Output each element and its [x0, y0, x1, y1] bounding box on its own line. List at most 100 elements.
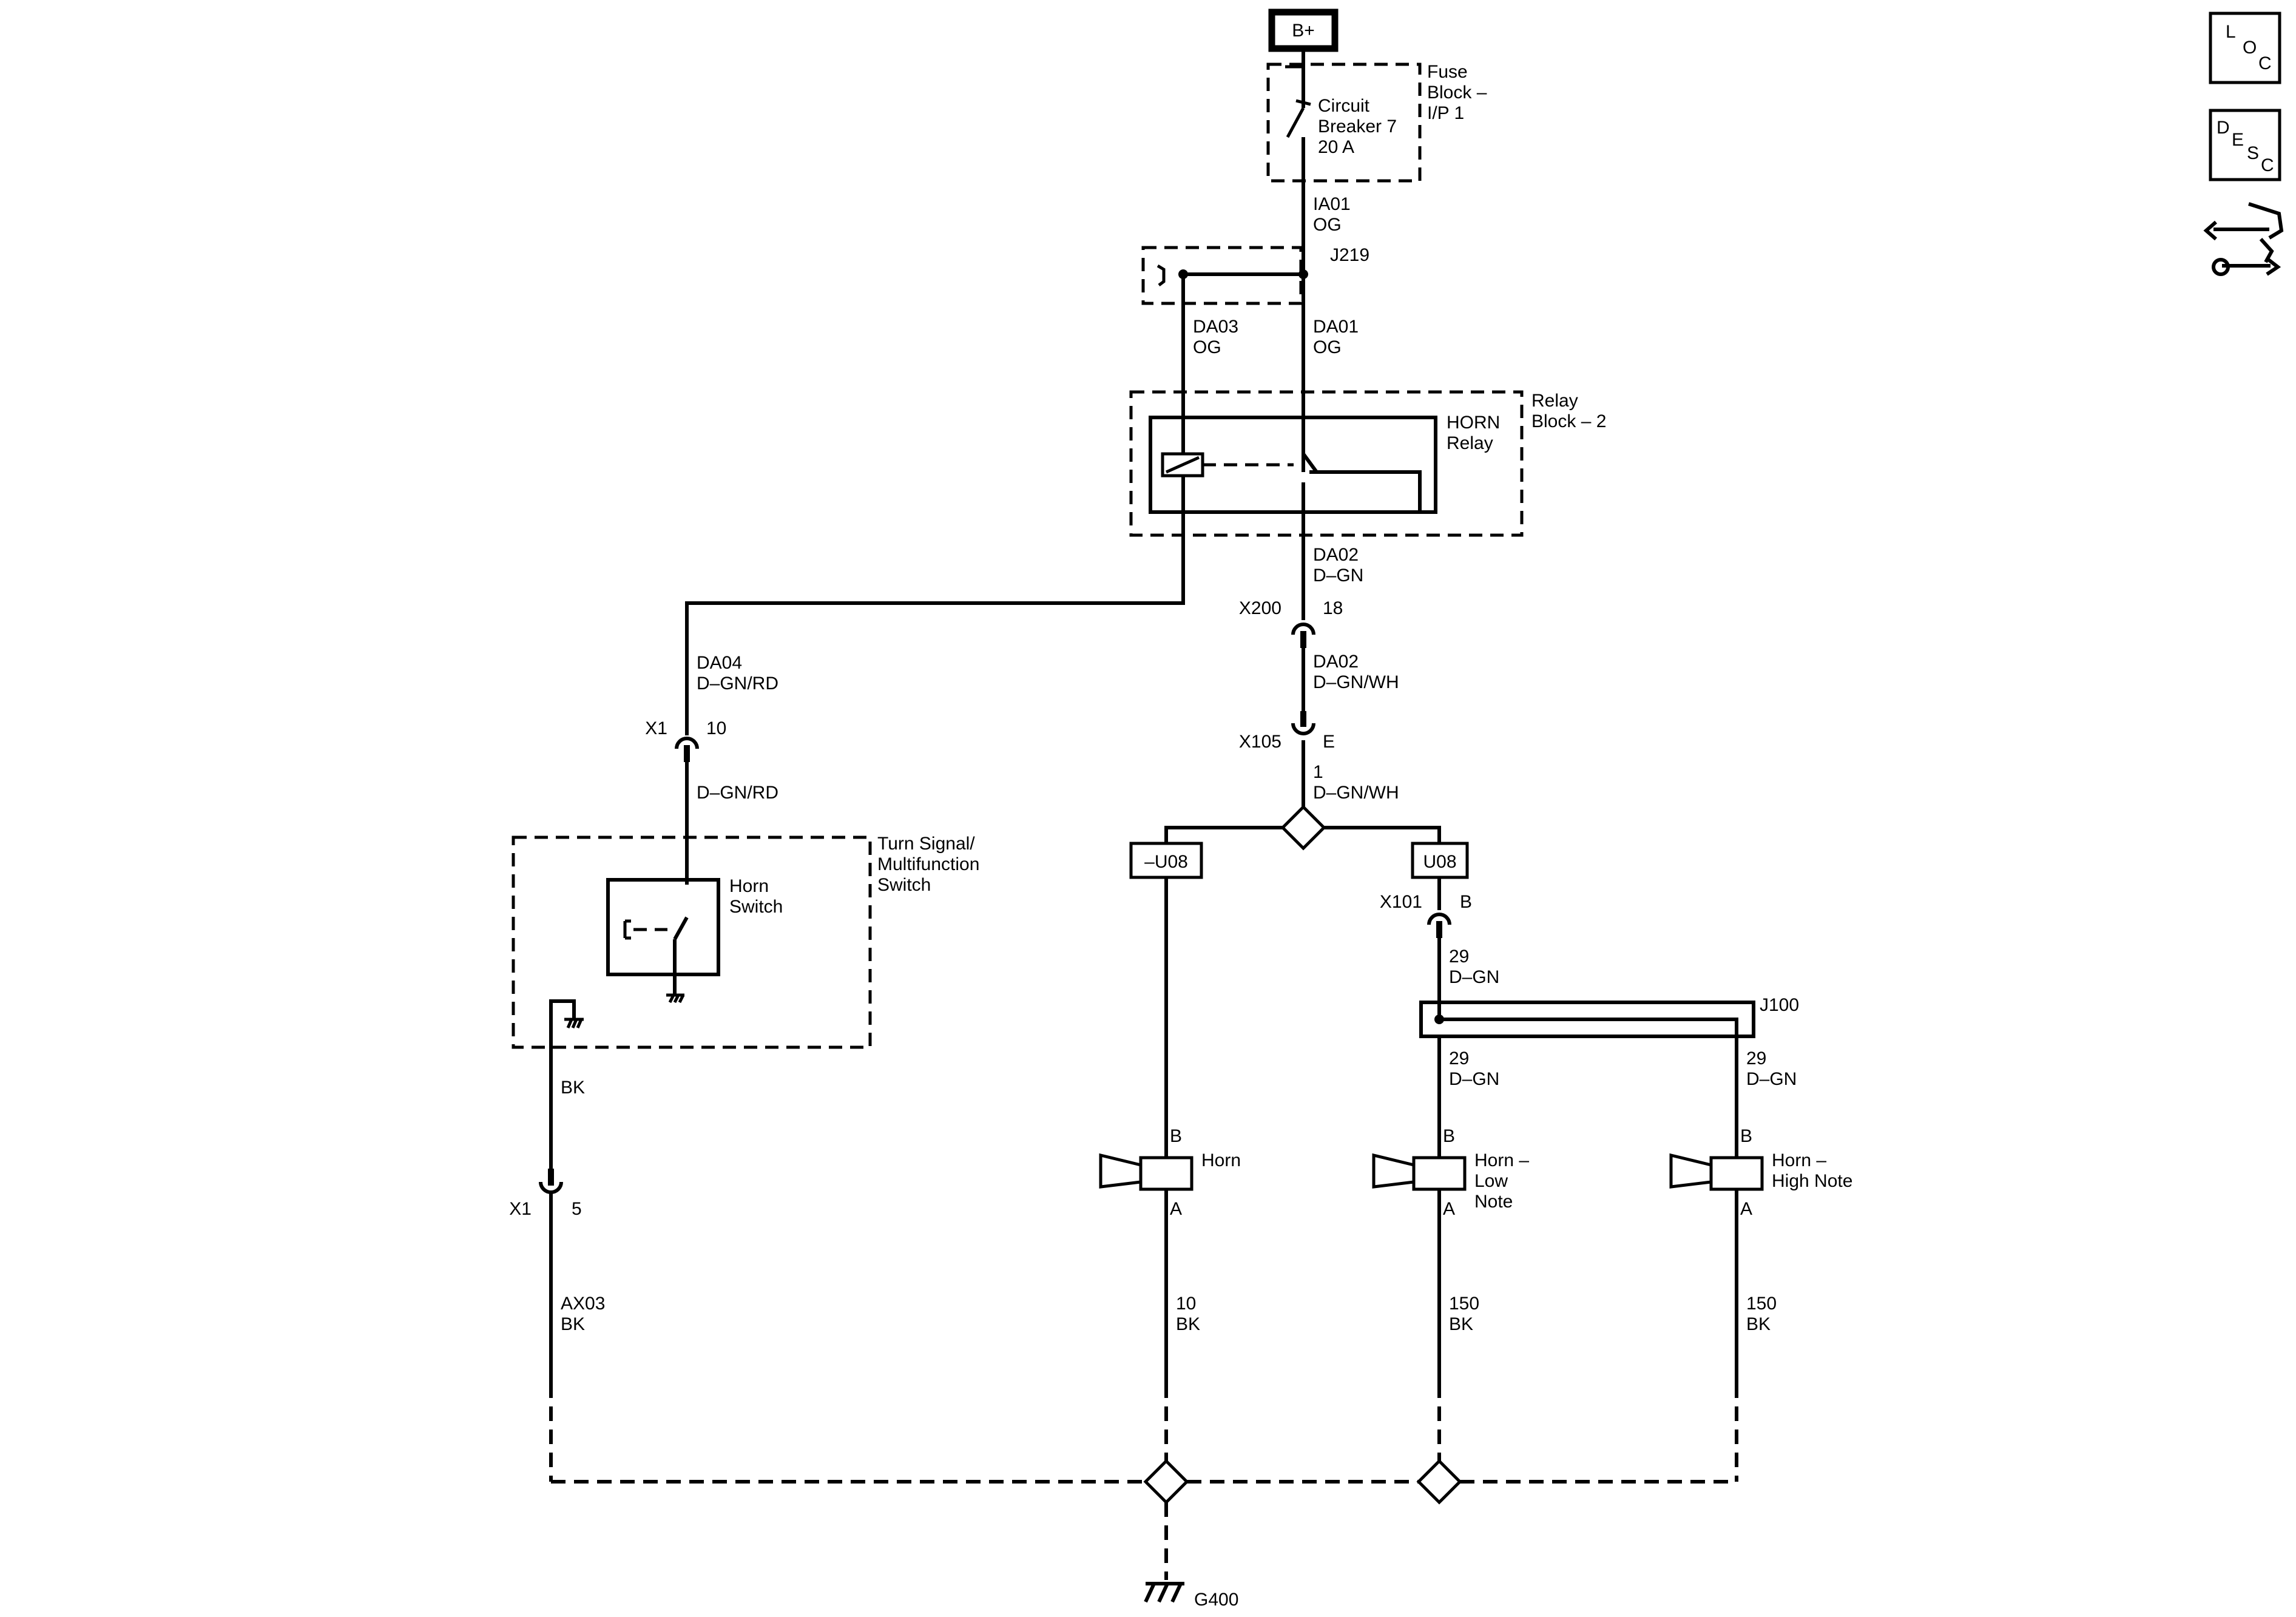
svg-text:D–GN/WH: D–GN/WH — [1313, 783, 1399, 803]
svg-text:29: 29 — [1449, 1048, 1469, 1068]
svg-text:Turn Signal/: Turn Signal/ — [877, 834, 975, 854]
svg-text:Relay: Relay — [1447, 433, 1493, 453]
svg-text:Horn: Horn — [729, 876, 769, 896]
svg-text:BK: BK — [1449, 1314, 1473, 1334]
svg-text:DA02: DA02 — [1313, 652, 1359, 672]
svg-text:D–GN/WH: D–GN/WH — [1313, 672, 1399, 692]
svg-text:D: D — [2217, 118, 2230, 138]
svg-text:B: B — [1443, 1126, 1455, 1146]
svg-text:X1: X1 — [645, 718, 667, 738]
svg-text:Switch: Switch — [729, 897, 783, 917]
svg-text:X200: X200 — [1239, 598, 1281, 618]
svg-text:IA01: IA01 — [1313, 194, 1351, 214]
horn-relay — [1149, 416, 1437, 514]
svg-text:OG: OG — [1313, 337, 1342, 357]
relay-block-label: Relay Block – 2 — [1531, 391, 1606, 431]
svg-text:5: 5 — [572, 1199, 582, 1219]
circuit-29-label-c: 29 D–GN — [1746, 1048, 1797, 1089]
circuit-da03-label: DA03 OG — [1193, 317, 1238, 357]
svg-text:C: C — [2258, 53, 2272, 73]
svg-text:X101: X101 — [1380, 892, 1422, 912]
option-splice — [1164, 805, 1441, 851]
connector-x200: X200 18 — [1239, 598, 1343, 648]
svg-text:–U08: –U08 — [1144, 852, 1188, 872]
option-without-u08: –U08 — [1129, 842, 1203, 879]
ground-splice-right — [1416, 1459, 1462, 1505]
svg-text:E: E — [1323, 732, 1335, 752]
turn-signal-multifunction-switch — [512, 836, 872, 1049]
svg-text:U08: U08 — [1423, 852, 1456, 872]
svg-text:S: S — [2247, 143, 2259, 163]
svg-text:Breaker 7: Breaker 7 — [1318, 116, 1397, 137]
circuit-ia01-label: IA01 OG — [1313, 194, 1351, 235]
svg-text:18: 18 — [1323, 598, 1343, 618]
location-icon[interactable]: L O C — [2209, 12, 2281, 84]
svg-text:29: 29 — [1449, 947, 1469, 967]
svg-text:DA01: DA01 — [1313, 317, 1359, 337]
svg-text:AX03: AX03 — [561, 1294, 605, 1314]
svg-text:I/P 1: I/P 1 — [1427, 103, 1464, 123]
circuit-dgnrd-label: D–GN/RD — [697, 783, 778, 803]
horn-component: B A Horn — [1099, 1126, 1241, 1219]
main-feed — [1285, 49, 1311, 807]
circuit-29-label-b: 29 D–GN — [1449, 1048, 1499, 1089]
circuit-10-label: 10 BK — [1176, 1294, 1200, 1334]
description-icon[interactable]: D E S C — [2209, 109, 2281, 181]
svg-text:Block –: Block – — [1427, 83, 1487, 103]
svg-text:A: A — [1740, 1199, 1752, 1219]
svg-text:O: O — [2243, 38, 2257, 58]
svg-text:D–GN: D–GN — [1746, 1069, 1797, 1089]
fuse-block-label: Fuse Block – I/P 1 — [1427, 62, 1487, 123]
ground-bus — [549, 1383, 1738, 1580]
svg-text:Horn –: Horn – — [1474, 1150, 1529, 1170]
horn-relay-label: HORN Relay — [1447, 413, 1500, 453]
svg-text:10: 10 — [706, 718, 726, 738]
svg-text:10: 10 — [1176, 1294, 1196, 1314]
circuit-da04-label: DA04 D–GN/RD — [697, 653, 778, 694]
j219-label: J219 — [1330, 245, 1369, 265]
switch-ground-icon — [549, 999, 584, 1092]
connector-x105: X105 E — [1239, 711, 1335, 752]
horn-switch-label: Horn Switch — [729, 876, 783, 917]
svg-text:29: 29 — [1746, 1048, 1766, 1068]
horn-low-note-component: B A Horn – Low Note — [1372, 1126, 1529, 1219]
svg-text:1: 1 — [1313, 762, 1323, 782]
circuit-da02-label: DA02 D–GN — [1313, 545, 1363, 586]
svg-text:Horn –: Horn – — [1772, 1150, 1826, 1170]
svg-text:B: B — [1740, 1126, 1752, 1146]
svg-text:High Note: High Note — [1772, 1171, 1852, 1191]
svg-text:C: C — [2261, 155, 2274, 175]
circuit-breaker-label: Circuit Breaker 7 20 A — [1318, 96, 1397, 157]
svg-text:D–GN: D–GN — [1313, 565, 1363, 586]
ground-splice-left — [1143, 1459, 1189, 1505]
svg-text:B: B — [1170, 1126, 1182, 1146]
svg-text:Horn: Horn — [1201, 1150, 1241, 1170]
circuit-da02-wh-label: DA02 D–GN/WH — [1313, 652, 1399, 692]
relay-block — [1129, 390, 1524, 537]
connector-x1-top: X1 10 — [645, 718, 726, 762]
horn-switch-contact — [623, 916, 689, 995]
service-tool-icon[interactable] — [2203, 202, 2284, 276]
fuse-block — [1266, 62, 1422, 183]
svg-text:G400: G400 — [1194, 1590, 1238, 1610]
svg-text:X105: X105 — [1239, 732, 1281, 752]
svg-text:HORN: HORN — [1447, 413, 1500, 433]
svg-text:Fuse: Fuse — [1427, 62, 1468, 82]
svg-text:X1: X1 — [509, 1199, 532, 1219]
svg-text:OG: OG — [1313, 215, 1342, 235]
svg-text:OG: OG — [1193, 337, 1221, 357]
option-u08: U08 — [1411, 842, 1469, 879]
turn-signal-label: Turn Signal/ Multifunction Switch — [877, 834, 979, 895]
svg-text:DA02: DA02 — [1313, 545, 1359, 565]
svg-text:D–GN: D–GN — [1449, 967, 1499, 987]
circuit-ax03-label: AX03 BK — [561, 1294, 605, 1334]
svg-text:Low: Low — [1474, 1171, 1508, 1191]
svg-text:20 A: 20 A — [1318, 137, 1354, 157]
circuit-29-label-a: 29 D–GN — [1449, 947, 1499, 987]
svg-text:BK: BK — [1746, 1314, 1771, 1334]
svg-text:A: A — [1443, 1199, 1455, 1219]
circuit-da01-label: DA01 OG — [1313, 317, 1359, 357]
svg-text:BK: BK — [1176, 1314, 1200, 1334]
svg-text:Multifunction: Multifunction — [877, 854, 979, 874]
